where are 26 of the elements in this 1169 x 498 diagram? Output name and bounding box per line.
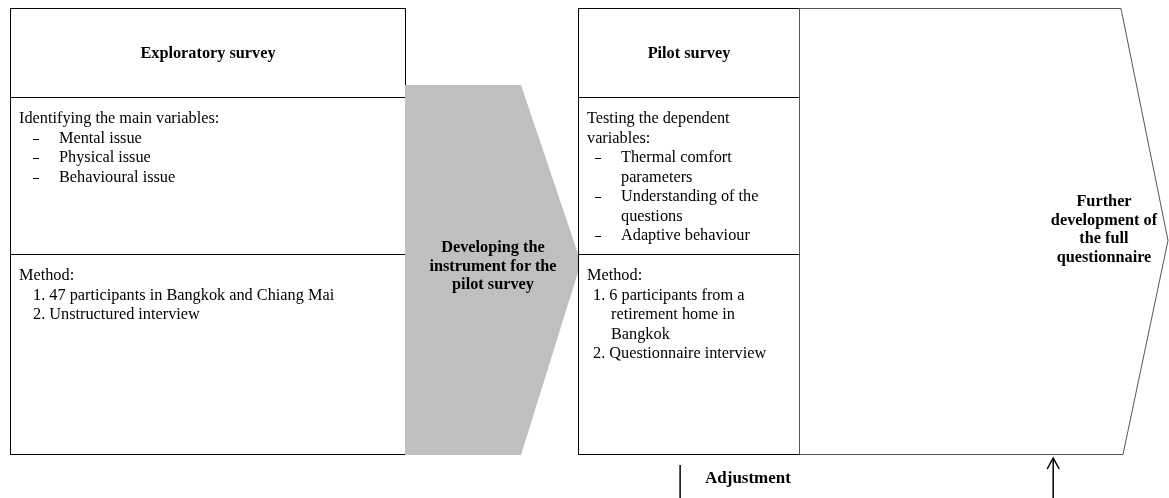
bullet-item: Behavioural issue bbox=[19, 166, 397, 187]
chevron-arrow bbox=[799, 8, 1169, 455]
note-text: Adjustment bbox=[705, 468, 791, 488]
arrow bbox=[679, 457, 1060, 498]
numbered-item: 2. Questionnaire interview bbox=[592, 343, 768, 363]
method-heading: Method: bbox=[19, 265, 76, 285]
bullet-item: Mental issue bbox=[19, 127, 397, 148]
method-heading: Method: bbox=[587, 265, 644, 285]
table-cell bbox=[10, 254, 406, 455]
chevron-label: Further development of the full questionnaire bbox=[1049, 192, 1159, 267]
bullet-item: Physical issue bbox=[19, 147, 397, 167]
header-cell bbox=[10, 8, 406, 98]
numbered-item: 2. Unstructured interview bbox=[32, 304, 201, 324]
heading: Pilot survey bbox=[647, 43, 731, 63]
list-heading: Identifying the main variables: bbox=[19, 108, 221, 128]
header-cell bbox=[578, 8, 800, 98]
chevron-arrow bbox=[405, 85, 581, 455]
numbered-item: 1. 47 participants in Bangkok and Chiang Mai bbox=[32, 284, 336, 305]
bullet-item: Thermal comfort parameters bbox=[587, 147, 791, 187]
bullet-item: Understanding of the questions bbox=[587, 186, 791, 226]
table-cell bbox=[578, 254, 800, 455]
bullet-item: Adaptive behaviour bbox=[587, 225, 791, 245]
heading: Exploratory survey bbox=[140, 43, 276, 63]
list-heading: Testing the dependent variables: bbox=[587, 108, 731, 148]
chevron-label: Developing the instrument for the pilot survey bbox=[428, 237, 558, 295]
numbered-item: 1. 6 participants from a retirement home in Bangkok bbox=[592, 284, 746, 344]
